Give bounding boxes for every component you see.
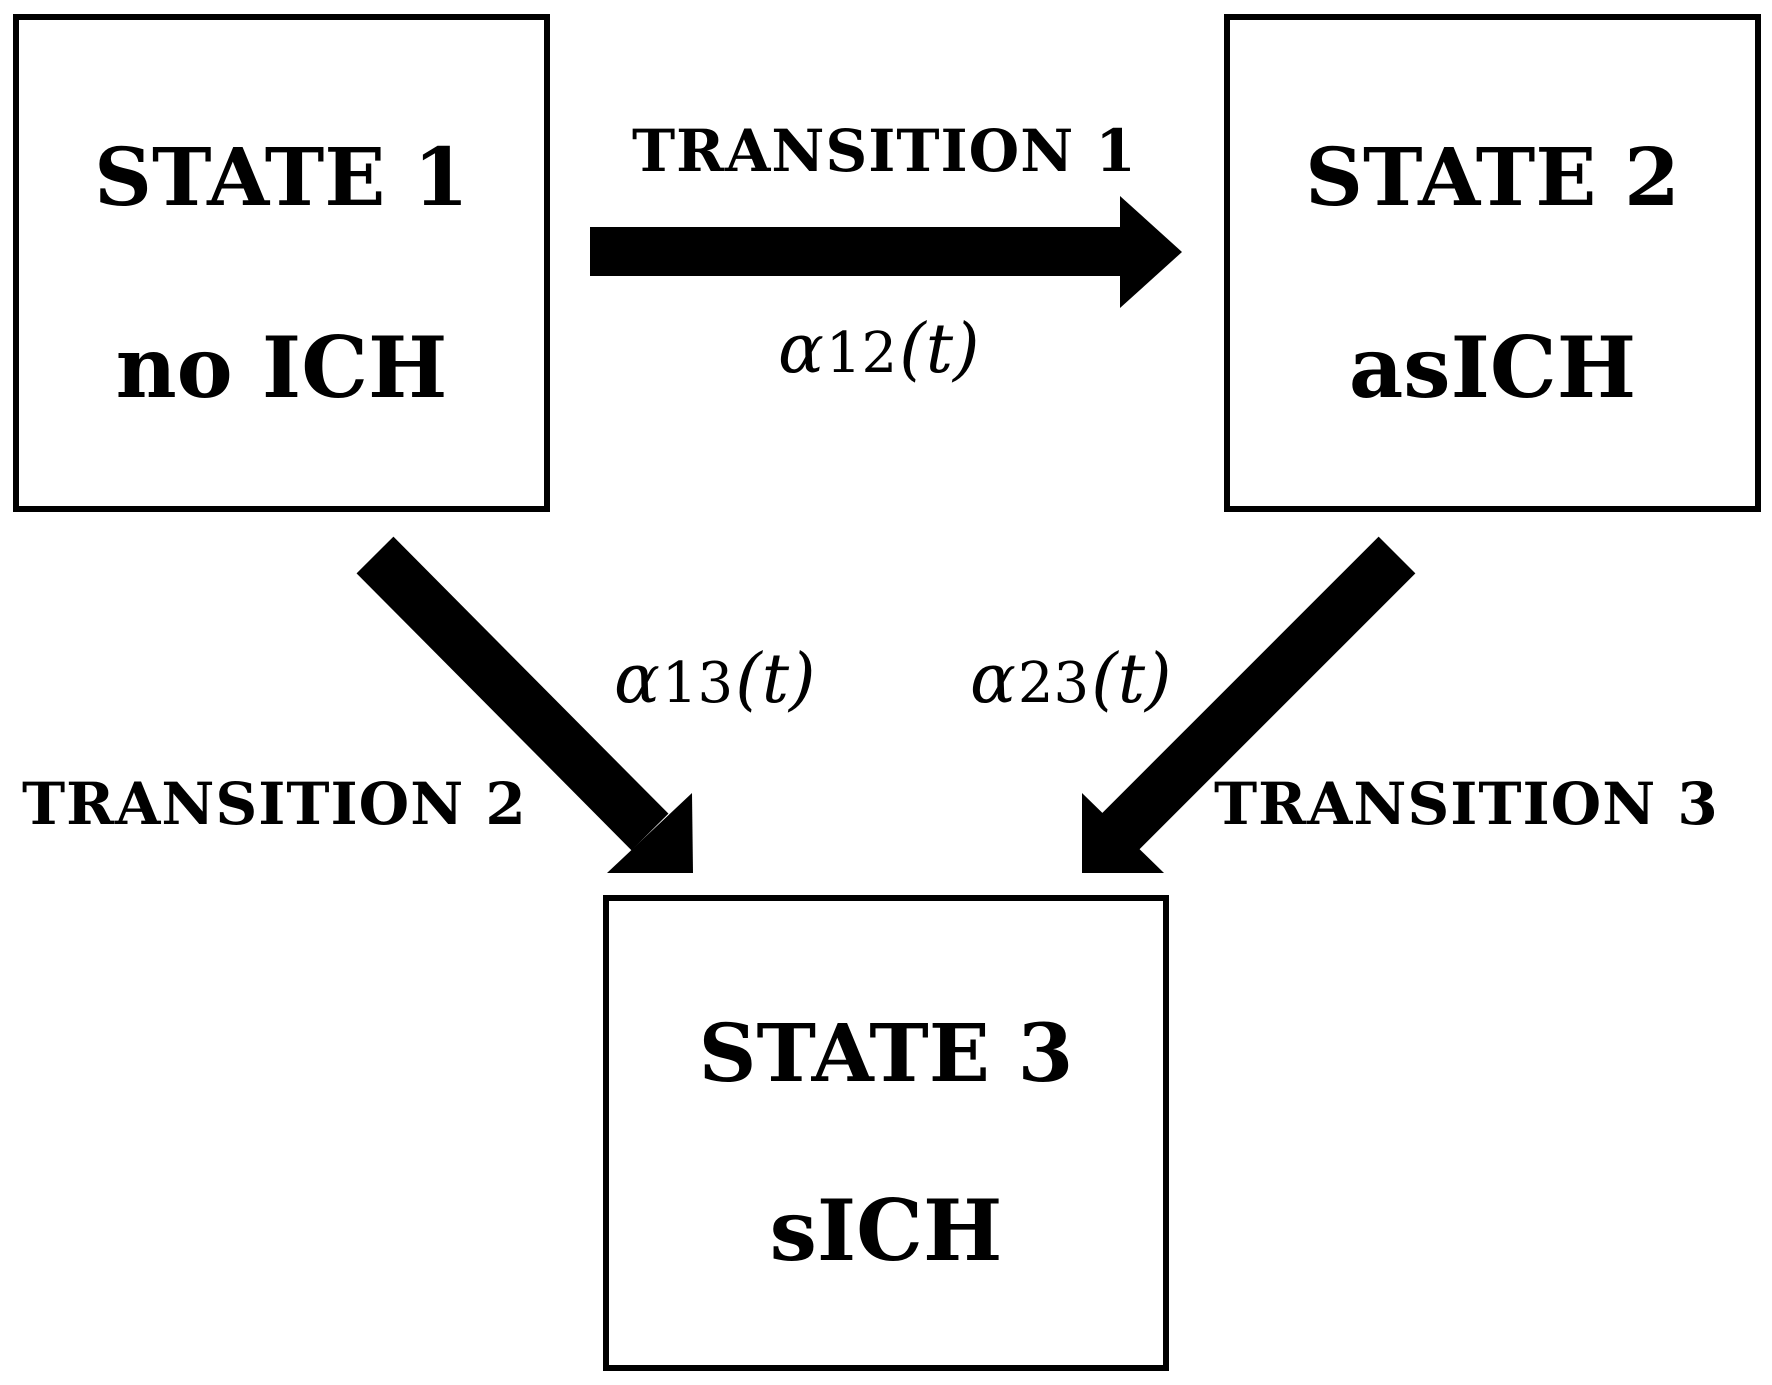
- rate-index: 13: [661, 651, 734, 716]
- rate-argument: (t): [735, 640, 816, 719]
- transition-3-arrow: [1082, 536, 1416, 873]
- rate-symbol: α: [970, 640, 1016, 719]
- transition-3-rate: α23(t): [970, 640, 1172, 719]
- rate-symbol: α: [614, 640, 660, 719]
- state-2-title: STATE 2: [1305, 130, 1680, 224]
- transition-3-label: TRANSITION 3: [1214, 770, 1719, 838]
- state-2-box: STATE 2 asICH: [1224, 14, 1761, 512]
- rate-index: 23: [1017, 651, 1090, 716]
- state-1-title: STATE 1: [94, 130, 469, 224]
- state-1-name: no ICH: [115, 318, 448, 417]
- state-1-box: STATE 1 no ICH: [13, 14, 550, 512]
- state-3-name: sICH: [769, 1181, 1003, 1280]
- transition-2-arrow: [356, 536, 693, 873]
- rate-argument: (t): [899, 310, 980, 389]
- state-2-name: asICH: [1348, 318, 1637, 417]
- rate-symbol: α: [778, 310, 824, 389]
- transition-2-label: TRANSITION 2: [22, 770, 527, 838]
- state-3-title: STATE 3: [698, 1006, 1074, 1100]
- transition-1-arrow: [590, 196, 1182, 308]
- rate-index: 12: [825, 321, 898, 386]
- transition-2-rate: α13(t): [614, 640, 816, 719]
- rate-argument: (t): [1091, 640, 1172, 719]
- transition-1-rate: α12(t): [778, 310, 980, 389]
- state-3-box: STATE 3 sICH: [603, 895, 1169, 1371]
- transition-1-label: TRANSITION 1: [632, 117, 1137, 185]
